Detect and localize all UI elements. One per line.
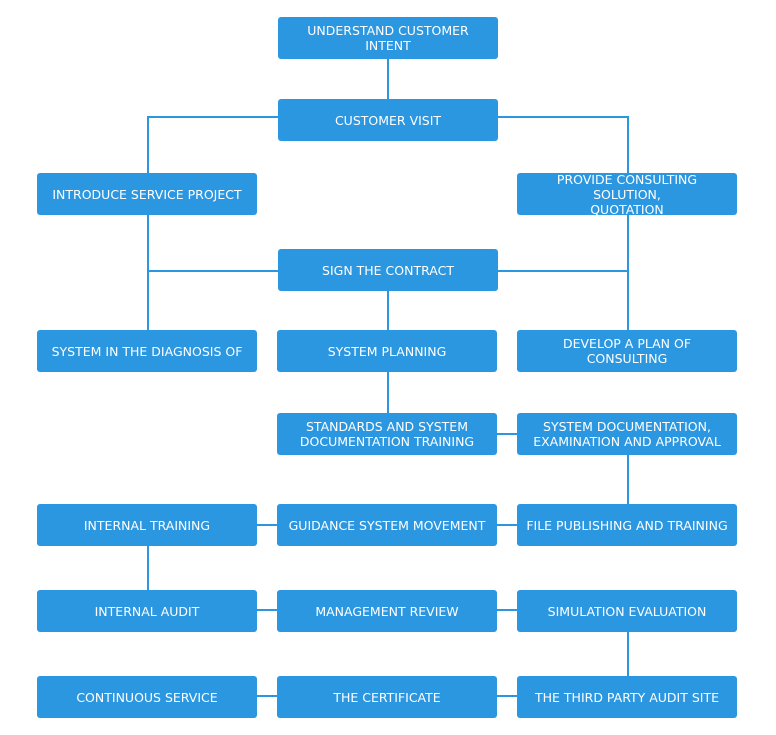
node-consulting-solution-quotation: PROVIDE CONSULTING SOLUTION, QUOTATION bbox=[517, 172, 737, 217]
connector-third-party-certificate bbox=[497, 695, 517, 697]
connector-solution-down bbox=[627, 214, 629, 330]
connector-guidance-training bbox=[257, 524, 277, 526]
node-management-review: MANAGEMENT REVIEW bbox=[277, 590, 497, 632]
connector-intent-visit bbox=[387, 58, 389, 100]
node-guidance-system-movement: GUIDANCE SYSTEM MOVEMENT bbox=[277, 504, 497, 546]
node-the-certificate: THE CERTIFICATE bbox=[277, 676, 497, 718]
node-third-party-audit-site: THE THIRD PARTY AUDIT SITE bbox=[517, 676, 737, 718]
node-system-diagnosis: SYSTEM IN THE DIAGNOSIS OF bbox=[37, 330, 257, 372]
node-system-planning: SYSTEM PLANNING bbox=[277, 330, 497, 372]
node-understand-customer-intent: UNDERSTAND CUSTOMER INTENT bbox=[278, 17, 498, 59]
connector-audit-review bbox=[257, 609, 277, 611]
connector-planning-standards bbox=[387, 371, 389, 413]
node-internal-audit: INTERNAL AUDIT bbox=[37, 590, 257, 632]
connector-documentation-publishing bbox=[627, 454, 629, 504]
connector-visit-left bbox=[147, 116, 278, 118]
connector-visit-right bbox=[497, 116, 628, 118]
connector-certificate-continuous bbox=[257, 695, 277, 697]
connector-right-trunk-top bbox=[627, 116, 629, 174]
node-introduce-service-project: INTRODUCE SERVICE PROJECT bbox=[37, 173, 257, 215]
connector-publishing-guidance bbox=[497, 524, 517, 526]
connector-introduce-down bbox=[147, 214, 149, 330]
connector-training-audit bbox=[147, 545, 149, 590]
connector-simulation-third-party bbox=[627, 631, 629, 676]
connector-standards-documentation bbox=[497, 433, 517, 435]
node-customer-visit: CUSTOMER VISIT bbox=[278, 99, 498, 141]
node-sign-the-contract: SIGN THE CONTRACT bbox=[278, 249, 498, 291]
connector-contract-to-right bbox=[497, 270, 628, 272]
node-file-publishing-training: FILE PUBLISHING AND TRAINING bbox=[517, 504, 737, 546]
connector-left-to-contract bbox=[147, 270, 278, 272]
node-continuous-service: CONTINUOUS SERVICE bbox=[37, 676, 257, 718]
node-simulation-evaluation: SIMULATION EVALUATION bbox=[517, 590, 737, 632]
node-standards-documentation-training: STANDARDS AND SYSTEM DOCUMENTATION TRAIN… bbox=[277, 413, 497, 455]
node-documentation-examination-approval: SYSTEM DOCUMENTATION, EXAMINATION AND AP… bbox=[517, 413, 737, 455]
node-develop-plan-of-consulting: DEVELOP A PLAN OF CONSULTING bbox=[517, 330, 737, 372]
connector-contract-planning bbox=[387, 290, 389, 330]
node-internal-training: INTERNAL TRAINING bbox=[37, 504, 257, 546]
connector-review-simulation bbox=[497, 609, 517, 611]
connector-left-trunk-top bbox=[147, 116, 149, 174]
